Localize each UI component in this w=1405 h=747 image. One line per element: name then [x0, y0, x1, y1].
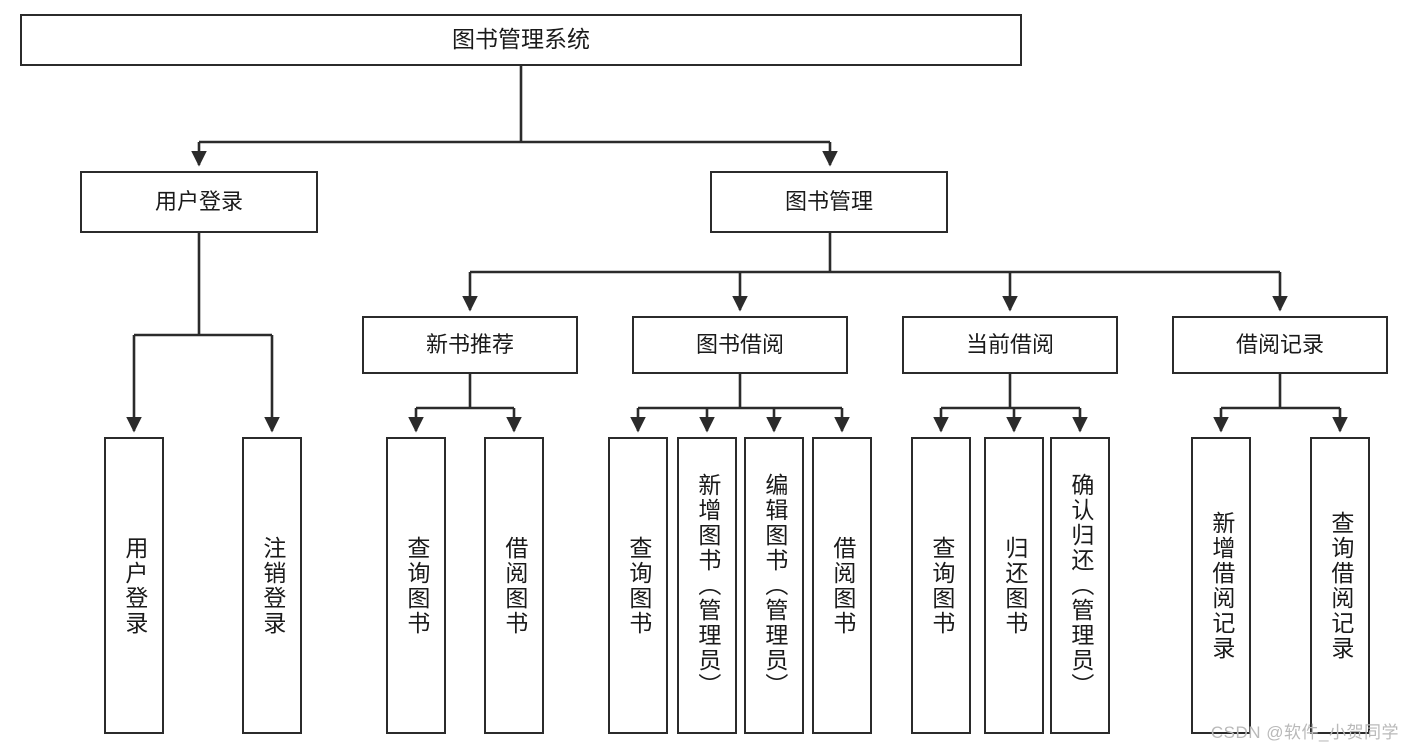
node-leaf-add-borrow-record[interactable]: 新增借阅记录	[1191, 437, 1251, 734]
node-book-borrow[interactable]: 图书借阅	[632, 316, 848, 374]
node-borrow-record[interactable]: 借阅记录	[1172, 316, 1388, 374]
node-leaf-query-book-2[interactable]: 查询图书	[608, 437, 668, 734]
node-user-login[interactable]: 用户登录	[80, 171, 318, 233]
node-leaf-user-logout[interactable]: 注销登录	[242, 437, 302, 734]
node-leaf-borrow-book-1[interactable]: 借阅图书	[484, 437, 544, 734]
node-book-management[interactable]: 图书管理	[710, 171, 948, 233]
node-leaf-query-borrow-record[interactable]: 查询借阅记录	[1310, 437, 1370, 734]
node-leaf-user-login[interactable]: 用户登录	[104, 437, 164, 734]
csdn-watermark: CSDN @软件_小贺同学	[1210, 723, 1399, 742]
node-leaf-return-book[interactable]: 归还图书	[984, 437, 1044, 734]
node-leaf-confirm-return-admin[interactable]: 确认归还（管理员）	[1050, 437, 1110, 734]
node-leaf-edit-book-admin[interactable]: 编辑图书（管理员）	[744, 437, 804, 734]
node-leaf-add-book-admin[interactable]: 新增图书（管理员）	[677, 437, 737, 734]
node-new-book-recommend[interactable]: 新书推荐	[362, 316, 578, 374]
node-root-book-management-system[interactable]: 图书管理系统	[20, 14, 1022, 66]
node-leaf-query-book-1[interactable]: 查询图书	[386, 437, 446, 734]
node-leaf-query-book-3[interactable]: 查询图书	[911, 437, 971, 734]
node-leaf-borrow-book-2[interactable]: 借阅图书	[812, 437, 872, 734]
node-current-borrow[interactable]: 当前借阅	[902, 316, 1118, 374]
